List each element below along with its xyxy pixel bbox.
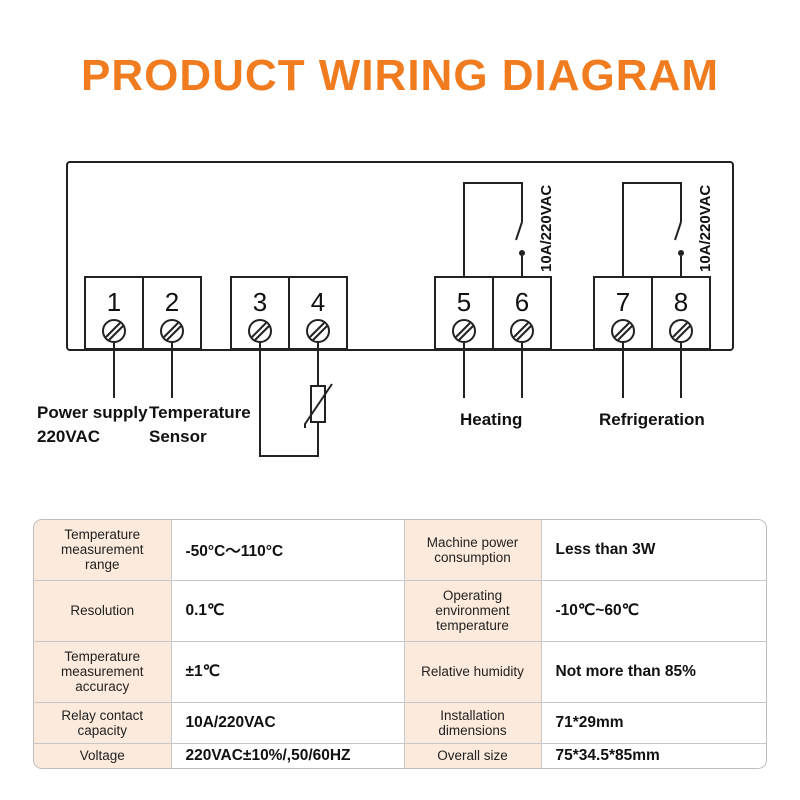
spec-label: Machine power consumption [404,520,542,581]
spec-label: Relative humidity [404,641,542,703]
spec-value: 75*34.5*85mm [541,743,766,768]
screw-icon [160,319,184,343]
table-row: Resolution 0.1℃ Operating environment te… [34,580,766,642]
spec-value: 71*29mm [541,702,766,744]
relay-rating-refrigeration: 10A/220VAC [697,185,714,272]
table-row: Voltage 220VAC±10%/,50/60HZ Overall size… [34,743,766,768]
label-heating: Heating [460,410,522,429]
spec-label: Temperature measurement accuracy [34,641,172,703]
label-temperature-sensor: Temperature Sensor [149,403,255,446]
spec-value: -50°C～110°C [171,520,405,581]
spec-label: Resolution [34,580,172,642]
spec-label: Temperature measurement range [34,520,172,581]
spec-value: 0.1℃ [171,580,405,642]
spec-table: Temperature measurement range -50°C～110°… [33,519,767,769]
table-row: Temperature measurement accuracy ±1℃ Rel… [34,641,766,703]
spec-label: Voltage [34,743,172,768]
terminal-number-1: 1 [107,287,121,317]
spec-value: 220VAC±10%/,50/60HZ [171,743,405,768]
spec-value: 10A/220VAC [171,702,405,744]
label-power-supply: Power supply 220VAC [37,403,152,446]
screw-icon [669,319,693,343]
table-row: Relay contact capacity 10A/220VAC Instal… [34,702,766,744]
spec-label: Overall size [404,743,542,768]
terminal-number-7: 7 [616,287,630,317]
screw-icon [248,319,272,343]
wiring-diagram: 1 2 3 4 5 6 7 8 10A/220VAC 10A/220VAC [37,161,734,457]
screw-icon [510,319,534,343]
terminal-number-8: 8 [674,287,688,317]
terminal-number-2: 2 [165,287,179,317]
spec-label: Operating environment temperature [404,580,542,642]
spec-value: ±1℃ [171,641,405,703]
screw-icon [102,319,126,343]
thermistor-icon [304,383,333,428]
relay-rating-heating: 10A/220VAC [538,185,555,272]
relay-heating [463,182,523,277]
screw-icon [452,319,476,343]
screw-icon [306,319,330,343]
relay-refrigeration [622,182,682,277]
label-refrigeration: Refrigeration [599,410,705,429]
terminal-number-6: 6 [515,287,529,317]
table-row: Temperature measurement range -50°C～110°… [34,520,766,581]
spec-label: Relay contact capacity [34,702,172,744]
terminal-number-4: 4 [311,287,325,317]
terminal-number-5: 5 [457,287,471,317]
terminal-number-3: 3 [253,287,267,317]
screw-icon [611,319,635,343]
spec-value: Less than 3W [541,520,766,581]
page-title: PRODUCT WIRING DIAGRAM [81,51,719,100]
spec-label: Installation dimensions [404,702,542,744]
spec-value: Not more than 85% [541,641,766,703]
spec-value: -10℃~60℃ [541,580,766,642]
